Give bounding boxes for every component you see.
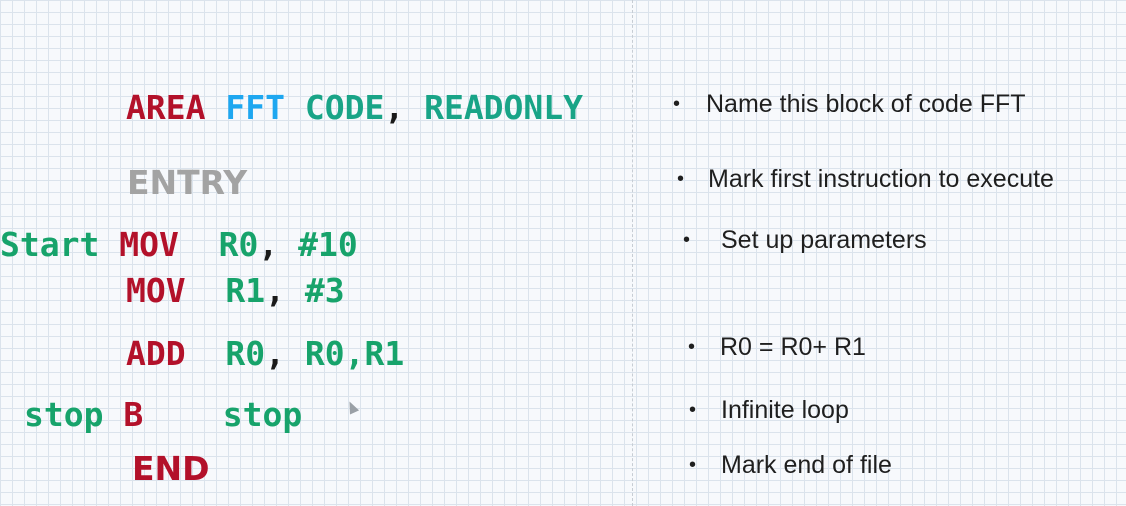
code-line-mov: MOV R1, #3 bbox=[126, 273, 345, 309]
block-name: FFT bbox=[225, 88, 285, 127]
label-stop: stop bbox=[24, 395, 104, 434]
op-b: B bbox=[123, 395, 144, 434]
keyword-entry: ENTRY bbox=[127, 163, 248, 202]
op-mov: MOV bbox=[119, 225, 179, 264]
op-add: ADD bbox=[126, 334, 186, 373]
bullet: • bbox=[689, 454, 697, 476]
note-5: Infinite loop bbox=[721, 396, 849, 424]
attr-readonly: READONLY bbox=[424, 88, 584, 127]
bullet: • bbox=[677, 168, 685, 190]
bullet: • bbox=[688, 336, 696, 358]
code-line-stop: stop B stop bbox=[24, 397, 302, 433]
comma: , bbox=[265, 334, 285, 373]
label-start: Start bbox=[0, 225, 100, 264]
note-2: Mark first instruction to execute bbox=[708, 165, 1054, 193]
column-divider bbox=[632, 0, 633, 506]
arg-r1: R1 bbox=[225, 271, 266, 310]
bullet: • bbox=[683, 229, 691, 251]
code-line-area: AREA FFT CODE, READONLY bbox=[126, 90, 583, 126]
code-line-start: Start MOV R0, #10 bbox=[0, 227, 358, 263]
arg-r0-r1: R0,R1 bbox=[304, 334, 405, 373]
attr-code: CODE bbox=[304, 88, 385, 127]
comma: , bbox=[265, 271, 285, 310]
note-3: Set up parameters bbox=[721, 226, 927, 254]
bullet: • bbox=[689, 399, 697, 421]
note-1: Name this block of code FFT bbox=[706, 90, 1026, 118]
note-4: R0 = R0+ R1 bbox=[720, 333, 866, 361]
op-mov: MOV bbox=[126, 271, 186, 310]
code-line-end: END bbox=[132, 451, 210, 487]
note-6: Mark end of file bbox=[721, 451, 892, 479]
arg-r0: R0 bbox=[218, 225, 259, 264]
comma: , bbox=[384, 88, 405, 127]
arg-imm3: #3 bbox=[304, 271, 345, 310]
comma: , bbox=[258, 225, 279, 264]
keyword-end: END bbox=[132, 449, 210, 488]
arg-imm10: #10 bbox=[298, 225, 358, 264]
keyword-area: AREA bbox=[126, 88, 206, 127]
bullet: • bbox=[673, 93, 681, 115]
arg-stop: stop bbox=[222, 395, 303, 434]
arg-r0: R0 bbox=[225, 334, 266, 373]
code-line-entry: ENTRY bbox=[127, 165, 247, 201]
mouse-pointer-icon bbox=[344, 399, 360, 415]
code-line-add: ADD R0, R0,R1 bbox=[126, 336, 404, 372]
